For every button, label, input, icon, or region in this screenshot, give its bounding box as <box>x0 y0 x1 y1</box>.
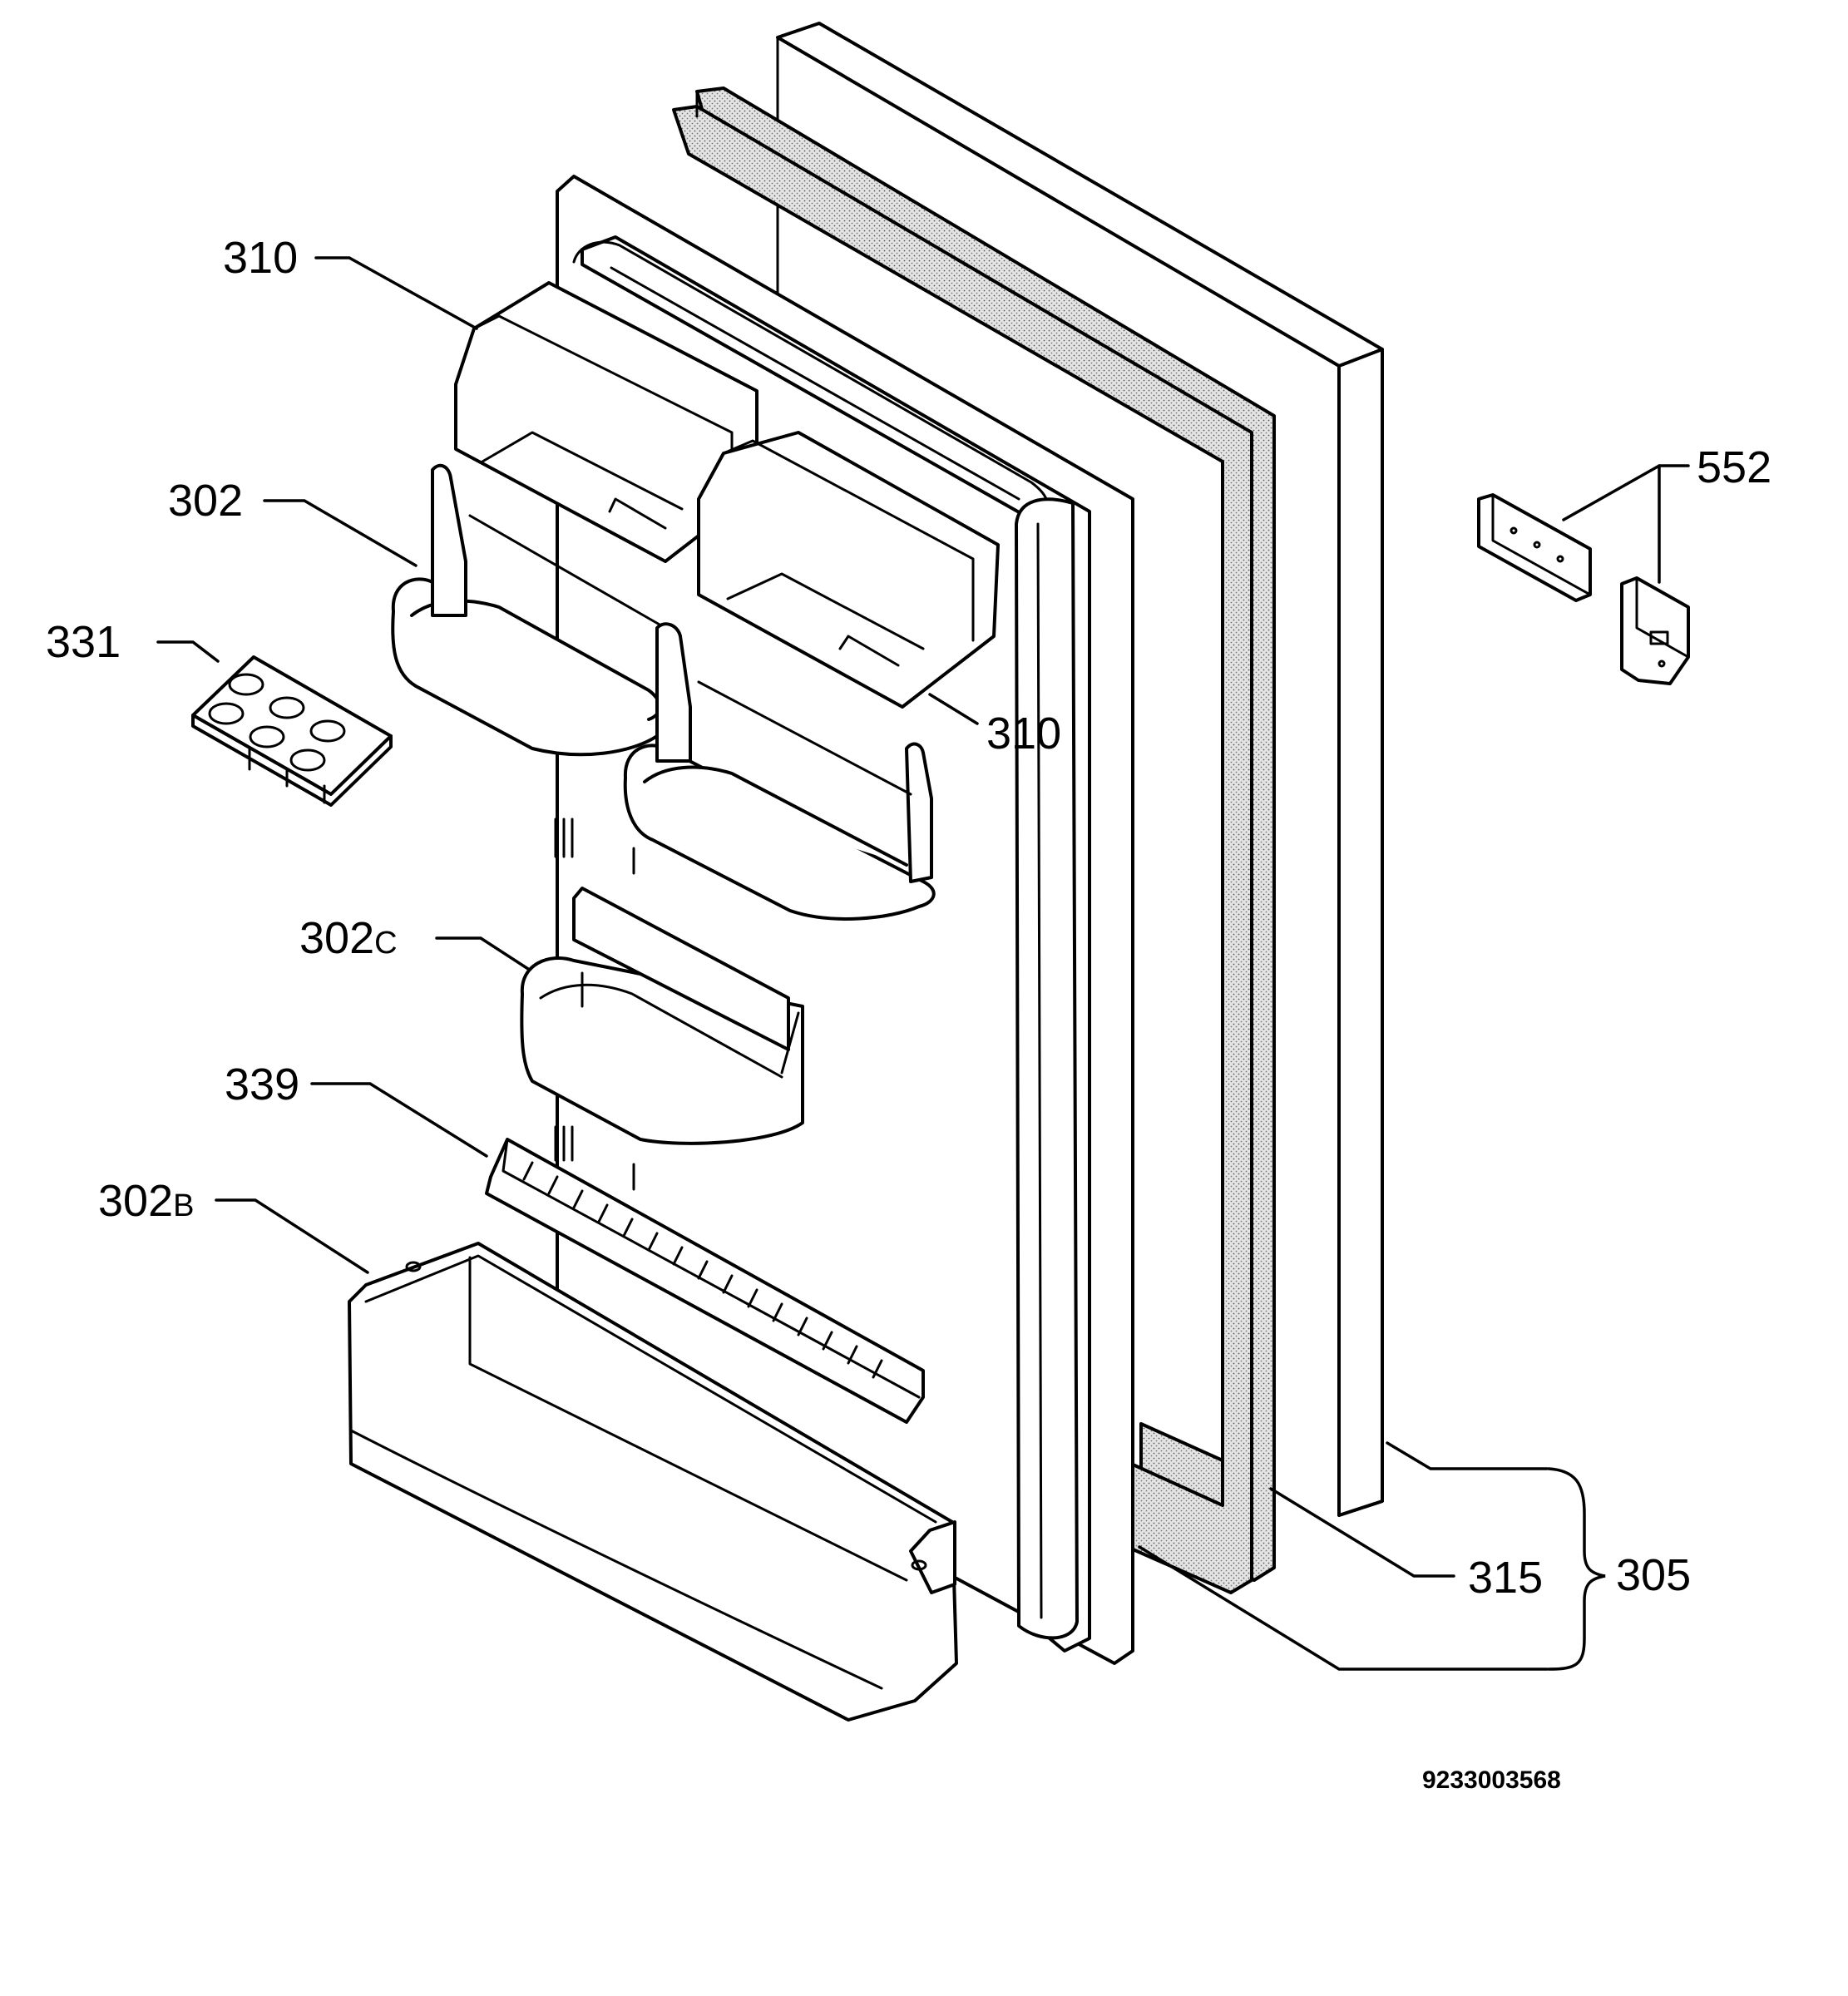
outer-door-panel <box>776 22 1384 1517</box>
label-552: 552 <box>1697 442 1771 492</box>
door-shelf-302-right <box>623 622 936 921</box>
door-shelf-302b <box>348 1242 958 1722</box>
hinge-bracket-upper <box>1477 493 1592 602</box>
label-302c: 302C <box>299 913 398 963</box>
label-310-right: 310 <box>986 709 1061 758</box>
drawing-code: 9233003568 <box>1422 1766 1561 1794</box>
door-shelf-302-left <box>391 463 674 757</box>
bar-ribs <box>522 1161 883 1379</box>
door-shelf-302c <box>520 887 804 1145</box>
label-339: 339 <box>225 1060 299 1109</box>
label-315: 315 <box>1468 1553 1543 1603</box>
shelf-guard-bar <box>485 1138 925 1424</box>
part-labels: 310 302 331 302C 339 302B 310 552 315 30… <box>46 233 1771 1794</box>
alignment-marks <box>554 818 635 1191</box>
label-302b: 302B <box>98 1176 194 1226</box>
label-302: 302 <box>168 476 243 526</box>
hinge-bracket-lower <box>1620 576 1690 685</box>
dairy-cover-right <box>697 431 1000 709</box>
leader-lines <box>156 256 1690 1671</box>
label-305: 305 <box>1616 1550 1691 1600</box>
label-331: 331 <box>46 617 121 667</box>
label-310-top: 310 <box>223 233 298 283</box>
egg-tray <box>191 655 393 807</box>
